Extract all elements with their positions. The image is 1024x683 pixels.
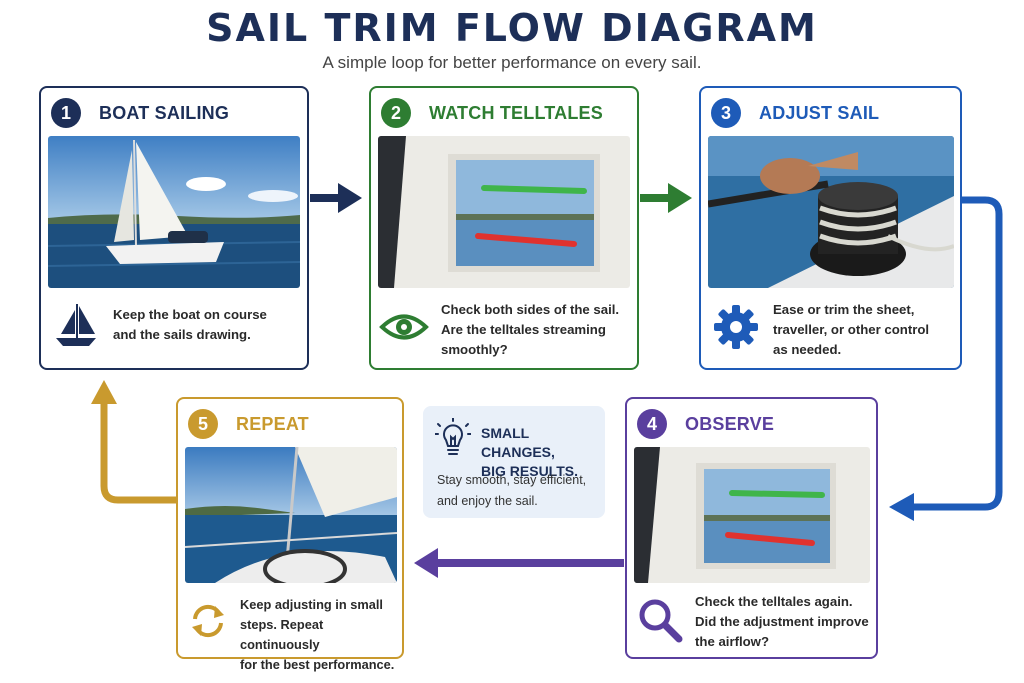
tip-text: Stay smooth, stay efficient, and enjoy t… (437, 473, 587, 508)
telltales-photo (378, 136, 630, 288)
repeat-icon (188, 601, 228, 641)
step-description: Keep adjusting in small steps. Repeat co… (240, 597, 395, 672)
step-description: Check the telltales again. Did the adjus… (695, 594, 869, 649)
step-number-badge: 4 (637, 409, 667, 439)
magnifier-icon (637, 597, 683, 643)
step-number-badge: 1 (51, 98, 81, 128)
diagram-title: SAIL TRIM FLOW DIAGRAM (206, 6, 818, 50)
step-number-badge: 2 (381, 98, 411, 128)
winch-photo (708, 136, 954, 288)
diagram-subtitle: A simple loop for better performance on … (322, 53, 702, 72)
step-description: Ease or trim the sheet, traveller, or ot… (773, 302, 930, 357)
step-card-5: 5 REPEAT Keep adjusting in small steps. … (176, 397, 404, 672)
step-description: Keep the boat on course and the sails dr… (113, 307, 267, 342)
eye-icon (379, 310, 429, 344)
step-number-badge: 3 (711, 98, 741, 128)
repeat-photo (185, 447, 397, 583)
step-title: REPEAT (236, 414, 309, 434)
step-card-1: 1 BOAT SAILING Keep the boat on course a… (39, 86, 309, 370)
sailboat-icon (53, 302, 99, 350)
step-card-2: 2 WATCH TELLTALES Check both sides of th… (369, 86, 639, 370)
lightbulb-icon (435, 418, 471, 458)
tip-title: SMALL CHANGES, BIG RESULTS. (481, 425, 578, 479)
arrow-step4-to-step5 (414, 548, 624, 578)
step-title: WATCH TELLTALES (429, 103, 603, 123)
arrow-step1-to-step2 (310, 183, 362, 213)
step-card-4: 4 OBSERVE Check the telltales again. Did… (625, 397, 878, 659)
step-number-badge: 5 (188, 409, 218, 439)
step-title: OBSERVE (685, 414, 775, 434)
arrow-step5-to-step1 (91, 380, 178, 504)
arrow-step3-to-step4 (889, 196, 1003, 521)
boat-sailing-photo (48, 136, 300, 288)
arrow-step2-to-step3 (640, 183, 692, 213)
step-title: BOAT SAILING (99, 103, 230, 123)
step-title: ADJUST SAIL (759, 103, 880, 123)
observe-telltales-photo (634, 447, 870, 583)
step-card-3: 3 ADJUST SAIL Ea (699, 86, 962, 370)
step-description: Check both sides of the sail. Are the te… (441, 302, 620, 357)
gear-icon (713, 304, 759, 350)
tip-callout: SMALL CHANGES, BIG RESULTS. Stay smooth,… (423, 406, 605, 518)
